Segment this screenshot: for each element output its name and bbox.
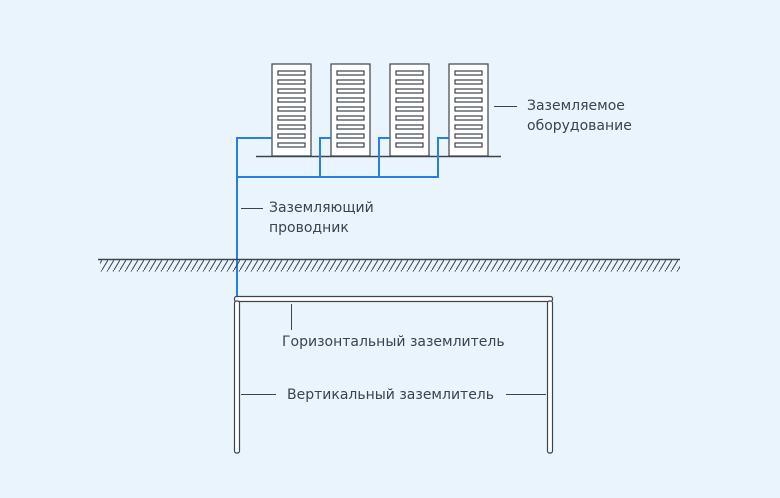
horizontal-ground-electrode <box>233 295 554 303</box>
ground-surface <box>98 258 680 272</box>
vertical-ground-electrode-left <box>233 300 241 454</box>
equipment-label: Заземляемое оборудование <box>527 96 632 136</box>
conductor-label-line-1: Заземляющий <box>269 200 374 216</box>
horizontal-electrode-label: Горизонтальный заземлитель <box>282 334 505 350</box>
equipment-label-line-1: Заземляемое <box>527 98 625 114</box>
server-rack-2 <box>330 63 371 157</box>
grounding-conductor <box>236 137 449 298</box>
vertical-ground-electrode-right <box>546 300 554 454</box>
leader-lines <box>241 106 546 395</box>
conductor-label: Заземляющий проводник <box>269 198 374 238</box>
vertical-electrode-label: Вертикальный заземлитель <box>287 387 495 403</box>
server-rack-3 <box>389 63 430 157</box>
server-rack-4 <box>448 63 489 157</box>
equipment-label-line-2: оборудование <box>527 118 632 134</box>
server-rack-group <box>271 63 489 157</box>
conductor-label-line-2: проводник <box>269 220 349 236</box>
server-rack-1 <box>271 63 312 157</box>
